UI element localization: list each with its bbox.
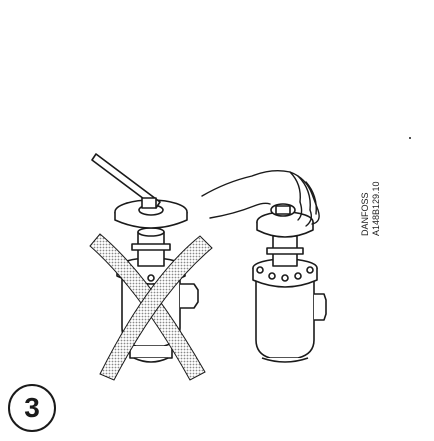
reference-label: DANFOSS A148B129.10 (360, 181, 382, 236)
dot-mark (409, 137, 411, 139)
hand-outline (201, 169, 320, 227)
brand-text: DANFOSS (360, 192, 370, 236)
drawing-code: A148B129.10 (371, 181, 381, 236)
right-valve (252, 203, 327, 363)
cross-out-mark (89, 233, 213, 381)
step-number: 3 (24, 392, 40, 423)
step-number-badge: 3 (8, 384, 56, 432)
